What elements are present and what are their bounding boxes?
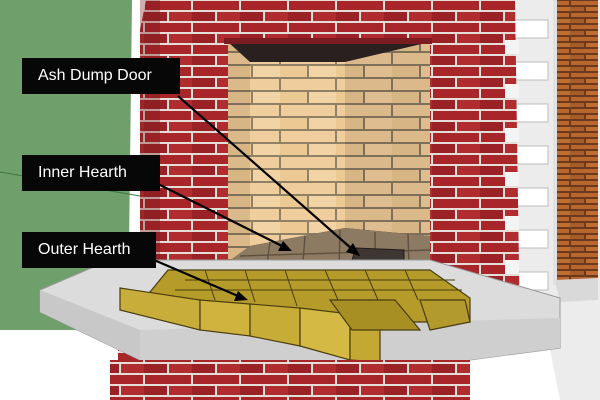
ash-dump-door-pointer <box>177 95 360 256</box>
outer-hearth-label: Outer Hearth <box>22 232 156 268</box>
inner-hearth-label: Inner Hearth <box>22 155 160 191</box>
outer-hearth-pointer <box>153 258 248 301</box>
ash-dump-door-label: Ash Dump Door <box>22 58 180 94</box>
inner-hearth-pointer <box>157 183 292 251</box>
